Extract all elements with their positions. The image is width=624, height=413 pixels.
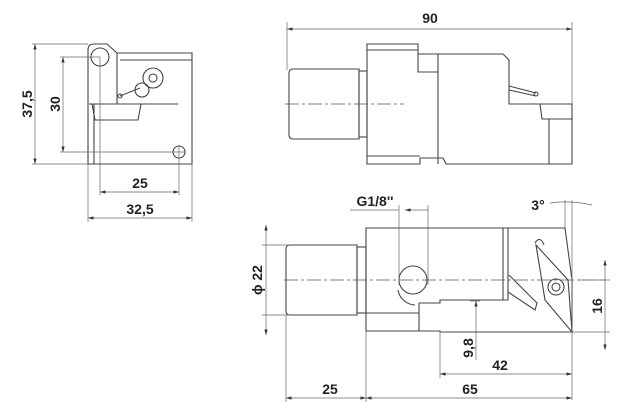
dim-30: 30 [47, 96, 63, 112]
dim-25-shank: 25 [322, 381, 338, 397]
dim-42: 42 [492, 357, 508, 373]
dim-65: 65 [462, 381, 478, 397]
top-view: 90 [285, 10, 573, 165]
torx-screw [547, 278, 565, 296]
dim-32-5: 32,5 [126, 201, 153, 217]
dim-g1-8: G1/8'' [356, 193, 393, 209]
dim-9-8: 9,8 [460, 338, 476, 358]
dim-90: 90 [422, 10, 438, 26]
side-view: 37,5 30 25 32,5 [19, 43, 193, 222]
dim-angle: 3° [531, 197, 544, 213]
front-view: G1/8'' 3° ϕ 22 16 9,8 42 25 65 [249, 193, 610, 402]
dim-37-5: 37,5 [19, 90, 35, 117]
dim-16: 16 [589, 298, 605, 314]
dim-25-side: 25 [132, 175, 148, 191]
dim-diameter-22: ϕ 22 [249, 265, 265, 295]
